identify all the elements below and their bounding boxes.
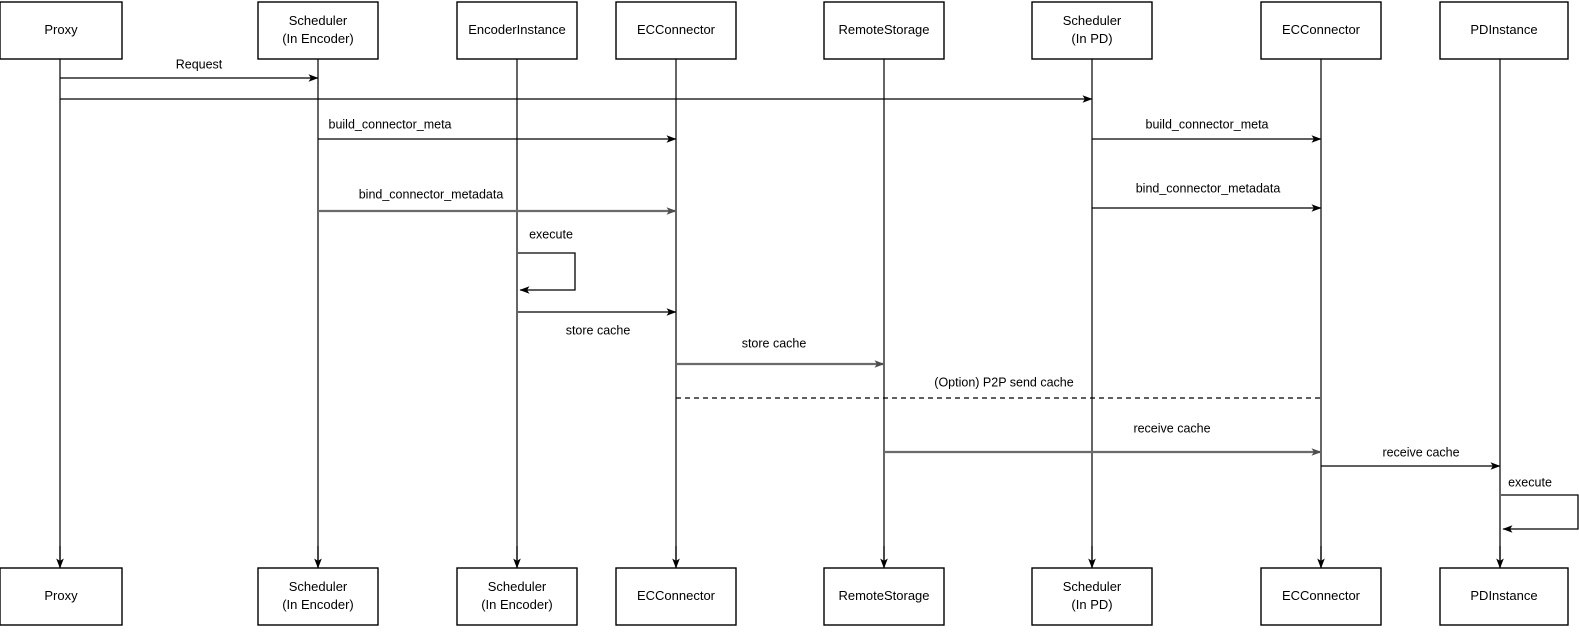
participant-header-ecconn_enc[interactable]: ECConnector [615,1,737,60]
self-message-label-s2: execute [1508,475,1552,489]
messages-group: Request build_connector_meta build_connect… [60,57,1501,470]
participant-header-label-line2: (In Encoder) [282,31,354,46]
participant-header-label-line2: (In PD) [1071,31,1112,46]
participant-footer-sched_pd[interactable]: Scheduler (In PD) [1031,567,1153,626]
participant-header-label-line1: Proxy [44,22,78,37]
participant-header-label-line1: RemoteStorage [838,22,929,37]
participant-header-label-line1: EncoderInstance [468,22,566,37]
message-m7[interactable]: store cache [518,308,677,337]
self-message-path-s1 [518,252,576,294]
self-message-s1[interactable]: execute [518,227,576,294]
message-m11[interactable]: receive cache [1321,445,1501,470]
participant-header-remote[interactable]: RemoteStorage [823,1,945,60]
message-label-m5: bind_connector_metadata [359,187,504,201]
message-label-m6: bind_connector_metadata [1136,181,1281,195]
participant-footer-pd_inst[interactable]: PDInstance [1439,567,1569,626]
self-message-label-s1: execute [529,227,573,241]
participant-footer-ecconn_enc[interactable]: ECConnector [615,567,737,626]
participant-footer-label-line1: Scheduler [488,579,547,594]
participant-header-group: Proxy Scheduler (In Encoder) EncoderInstanc… [0,1,1569,60]
participant-footer-label-line2: (In PD) [1071,597,1112,612]
participant-header-label-line1: ECConnector [637,22,716,37]
message-label-m10: receive cache [1133,421,1210,435]
lifelines-group [59,59,1501,568]
participant-header-encoder_inst[interactable]: EncoderInstance [456,1,578,60]
message-m5[interactable]: bind_connector_metadata [318,187,677,215]
participant-footer-label-line2: (In Encoder) [282,597,354,612]
participant-footer-proxy[interactable]: Proxy [0,567,123,626]
participant-header-label-line1: ECConnector [1282,22,1361,37]
participant-footer-remote[interactable]: RemoteStorage [823,567,945,626]
participant-footer-label-line1: Proxy [44,588,78,603]
participant-footer-label-line1: Scheduler [289,579,348,594]
message-label-m9: (Option) P2P send cache [934,375,1073,389]
participant-header-sched_pd[interactable]: Scheduler (In PD) [1031,1,1153,60]
message-m10[interactable]: receive cache [884,421,1322,456]
message-m4[interactable]: build_connector_meta [1092,117,1322,143]
self-message-s2[interactable]: execute [1501,475,1579,533]
message-label-m7: store cache [566,323,631,337]
participant-header-label-line1: Scheduler [1063,13,1122,28]
message-label-m3: build_connector_meta [329,117,452,131]
message-label-m8: store cache [742,336,807,350]
participant-footer-ecconn_pd[interactable]: ECConnector [1260,567,1382,626]
participant-footer-group: Proxy Scheduler (In Encoder) Scheduler (In E… [0,546,1569,626]
message-label-m4: build_connector_meta [1146,117,1269,131]
participant-header-label-line1: Scheduler [289,13,348,28]
participant-footer-label-line1: Scheduler [1063,579,1122,594]
participant-header-proxy[interactable]: Proxy [0,1,123,60]
participant-header-pd_inst[interactable]: PDInstance [1439,1,1569,60]
message-m1[interactable]: Request [60,57,319,82]
self-message-path-s2 [1501,494,1579,533]
participant-footer-label-line1: ECConnector [1282,588,1361,603]
participant-footer-label-line2: (In Encoder) [481,597,553,612]
participant-header-sched_enc[interactable]: Scheduler (In Encoder) [257,1,379,60]
participant-header-label-line1: PDInstance [1470,22,1537,37]
participant-header-ecconn_pd[interactable]: ECConnector [1260,1,1382,60]
message-m9[interactable]: (Option) P2P send cache [676,375,1321,399]
message-m8[interactable]: store cache [676,336,885,368]
participant-footer-label-line1: RemoteStorage [838,588,929,603]
message-m6[interactable]: bind_connector_metadata [1092,181,1322,212]
participant-footer-sched_enc[interactable]: Scheduler (In Encoder) [257,567,379,626]
participant-footer-label-line1: ECConnector [637,588,716,603]
message-label-m11: receive cache [1382,445,1459,459]
message-m3[interactable]: build_connector_meta [318,117,677,143]
self-messages-group: execute execute [518,227,1579,533]
participant-footer-label-line1: PDInstance [1470,588,1537,603]
participant-footer-encoder_inst[interactable]: Scheduler (In Encoder) [456,567,578,626]
message-label-m1: Request [176,57,223,71]
